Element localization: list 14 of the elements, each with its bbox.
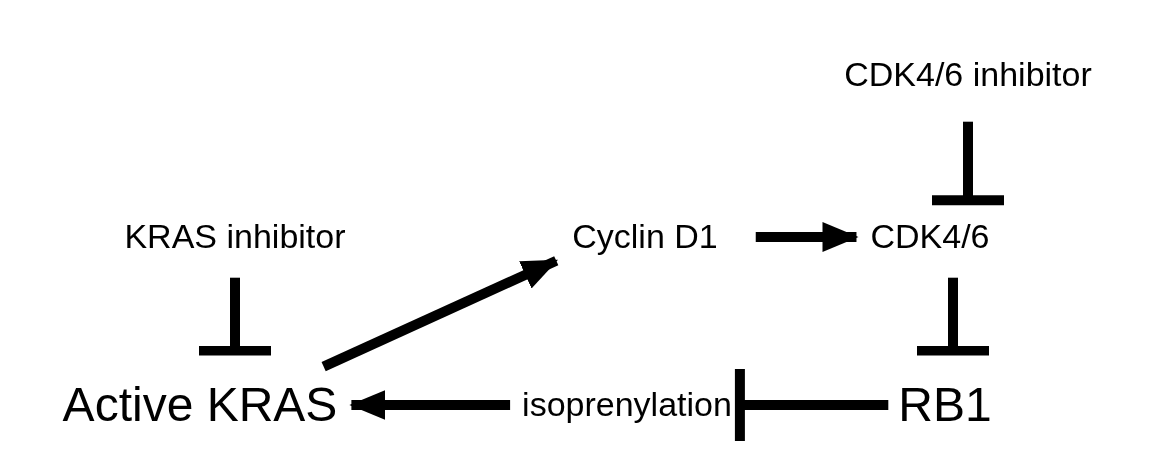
inhibition-line (734, 369, 889, 441)
arrow (755, 222, 859, 252)
node-label: Active KRAS (62, 378, 338, 432)
arrow (349, 390, 511, 420)
node-label: Cyclin D1 (572, 218, 718, 256)
node-label: isoprenylation (522, 386, 732, 424)
arrow (321, 256, 559, 372)
node-label: RB1 (898, 378, 992, 432)
node-label: CDK4/6 inhibitor (844, 56, 1092, 94)
inhibition-line (917, 277, 989, 356)
node-label: KRAS inhibitor (124, 218, 346, 256)
inhibition-line (932, 121, 1004, 206)
node-label: CDK4/6 (870, 218, 990, 256)
inhibition-line (199, 277, 271, 356)
